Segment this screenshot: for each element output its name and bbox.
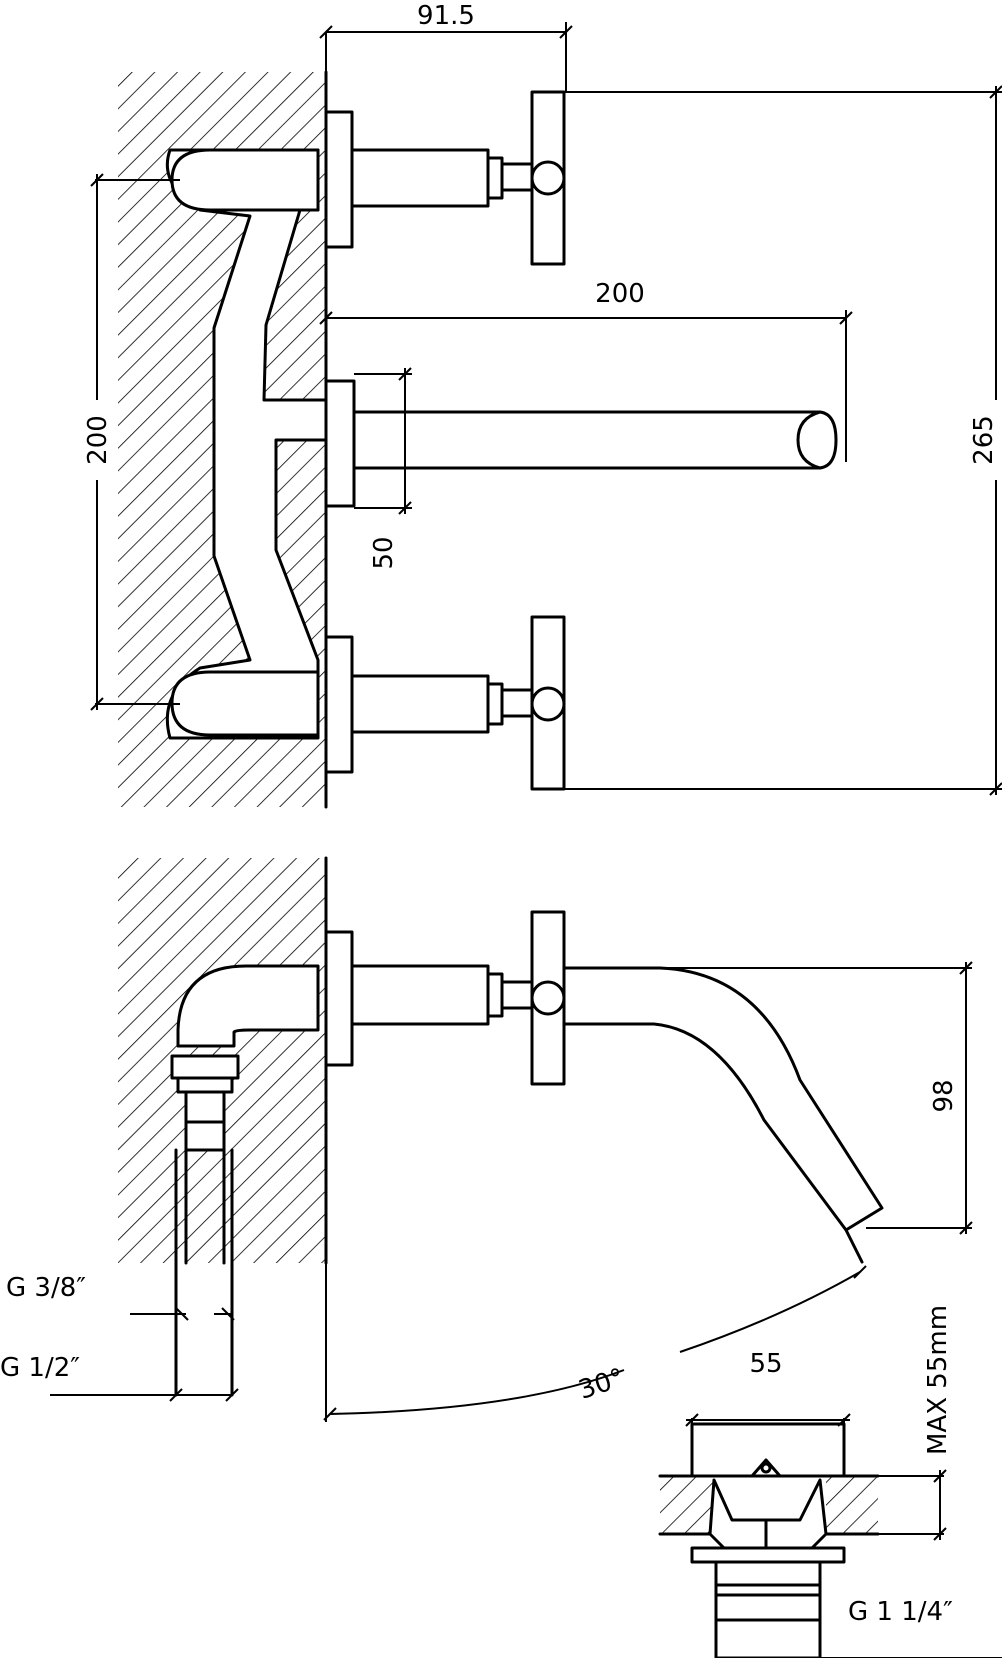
lower-cross-handle [324,615,566,791]
front-elevation-view: 91.5 200 200 265 [80,1,1002,809]
thread-callouts: G 3/8″ G 1/2″ [0,1273,239,1402]
dim-overall-height: 265 [564,85,1002,796]
spout-front [324,379,838,508]
side-section-view: 98 30° G 3/8″ G 1/2″ [0,856,973,1422]
dim-flange-depth: 50 [354,367,412,570]
dim-200-spout-label: 200 [595,279,645,309]
dim-angle: 30° [323,1263,867,1422]
counter-section-left [660,1476,714,1534]
dim-max-55mm-label: MAX 55mm [923,1305,953,1455]
dim-50-label: 50 [369,536,399,569]
dim-30-label: 30° [575,1363,628,1406]
upper-inlet-elbow [170,148,320,212]
upper-cross-handle [324,90,566,266]
dim-265-label: 265 [969,415,999,465]
inlet-connector [170,1054,240,1397]
dim-spout-height: 98 [660,961,973,1235]
dim-spout-length: 200 [319,279,853,462]
dim-handle-spacing: 200 [80,173,180,711]
dim-98-label: 98 [929,1079,959,1112]
thread-g1-1-4-label: G 1 1/4″ [848,1597,953,1627]
side-inlet-elbow [176,964,320,1048]
lower-inlet-elbow [170,670,320,737]
counter-section-right [826,1476,878,1534]
thread-g1-2-label: G 1/2″ [0,1353,80,1383]
dim-91-5-label: 91.5 [417,1,475,31]
spout-side [562,966,884,1232]
drain-body [708,1478,828,1550]
dim-55-label: 55 [749,1349,782,1379]
thread-g3-8-label: G 3/8″ [6,1273,86,1303]
drain-detail-view: 55 MAX 55mm G 1 1/4″ [658,1305,1002,1658]
dim-handle-offset: 91.5 [319,1,573,112]
side-cross-handle [324,910,566,1086]
dim-200-spacing-label: 200 [83,415,113,465]
